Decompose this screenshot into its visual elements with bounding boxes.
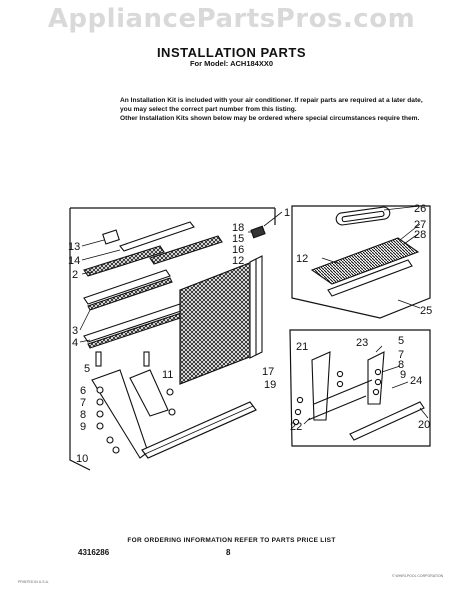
- callout-9-accessory: 9: [400, 369, 406, 381]
- intro-text: An Installation Kit is included with you…: [120, 97, 432, 125]
- fine-print-left: PRINTED IN U.S.A.: [18, 580, 49, 584]
- callout-10: 10: [76, 453, 88, 465]
- bracket-hardware: [91, 351, 176, 459]
- callout-5-accessory: 5: [398, 335, 404, 347]
- callout-22: 22: [290, 421, 302, 433]
- callout-12-accessory: 12: [296, 253, 308, 265]
- callout-8-accessory: 8: [398, 359, 404, 371]
- intro-paragraph-1: An Installation Kit is included with you…: [120, 97, 423, 113]
- ordering-note: FOR ORDERING INFORMATION REFER TO PARTS …: [127, 537, 336, 544]
- callout-14: 14: [68, 255, 80, 267]
- callouts-bottom-right: 21 23 5 7 8 9 24 22 20: [290, 335, 430, 433]
- callout-1: 1: [284, 207, 290, 219]
- callout-3: 3: [72, 325, 78, 337]
- callout-21: 21: [296, 341, 308, 353]
- callout-6: 6: [80, 385, 86, 397]
- callout-15: 15: [232, 233, 244, 245]
- callouts-main: 1 13 14 2 3 4 5 6 7 8 9 10 11 12 15 16 1…: [68, 207, 290, 465]
- callout-8: 8: [80, 409, 86, 421]
- callout-7: 7: [80, 397, 86, 409]
- filter-panel: [179, 261, 253, 385]
- side-channel: [249, 225, 266, 359]
- model-subtitle: For Model: ACH184XX0: [189, 59, 274, 68]
- callout-4: 4: [72, 337, 78, 349]
- fine-print-right: © WHIRLPOOL CORPORATION: [392, 574, 444, 578]
- document-part-number: 4316286: [78, 548, 110, 557]
- callouts-top-right: 26 27 28 12 25: [296, 203, 432, 317]
- callout-27: 27: [414, 219, 426, 231]
- callout-2: 2: [72, 269, 78, 281]
- intro-paragraph-2: Other Installation Kits shown below may …: [120, 115, 420, 123]
- accessory-panel-top: [291, 205, 431, 319]
- callout-7-accessory: 7: [398, 349, 404, 361]
- callout-19: 19: [264, 379, 276, 391]
- callout-20: 20: [418, 419, 430, 431]
- callout-25: 25: [420, 305, 432, 317]
- accessory-parts: [310, 206, 420, 297]
- callout-12: 12: [232, 255, 244, 267]
- callout-28: 28: [414, 229, 426, 241]
- site-watermark: AppliancePartsPros.com: [47, 4, 416, 34]
- page-number: 8: [226, 548, 231, 557]
- rail-parts: [83, 221, 223, 349]
- callout-24: 24: [410, 375, 422, 387]
- callout-9: 9: [80, 421, 86, 433]
- accessory-bracket-parts: [292, 351, 425, 441]
- callout-11: 11: [162, 369, 173, 381]
- accessory-panel-bottom: [289, 329, 431, 447]
- callout-13: 13: [68, 241, 80, 253]
- callout-16: 16: [232, 244, 244, 256]
- callout-5: 5: [84, 363, 90, 375]
- leader-lines: [79, 205, 429, 425]
- callout-23: 23: [356, 337, 368, 349]
- page-title: INSTALLATION PARTS: [156, 45, 307, 60]
- callout-17: 17: [262, 366, 274, 378]
- callout-18: 18: [232, 222, 244, 234]
- callout-26: 26: [414, 203, 426, 215]
- main-kit-panel: [69, 207, 276, 471]
